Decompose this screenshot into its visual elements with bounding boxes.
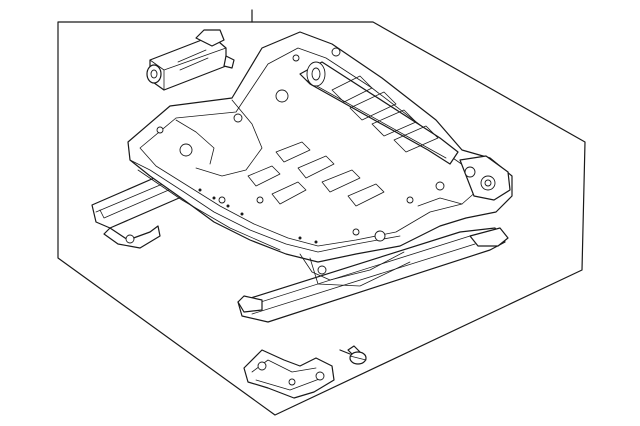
bolt[interactable]: [339, 345, 367, 365]
seat-frame-assembly[interactable]: [127, 31, 513, 287]
power-motor[interactable]: [146, 29, 235, 91]
mounting-bracket[interactable]: [243, 349, 335, 399]
right-track-rail[interactable]: [237, 227, 509, 323]
assembly-boundary-frame: [57, 21, 586, 416]
